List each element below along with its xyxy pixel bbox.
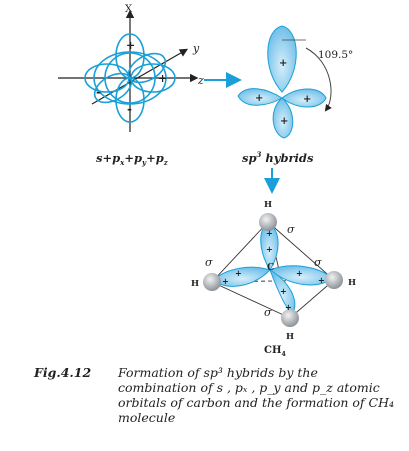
plus-sign-right-1: + bbox=[296, 268, 303, 278]
hydrogen-label-bottom: H bbox=[286, 332, 294, 342]
sigma-label-left: σ bbox=[205, 256, 213, 269]
caption-text: Formation of sp³ hybrids by the combinat… bbox=[118, 365, 394, 425]
hybrid-lobe-right bbox=[281, 88, 327, 108]
axis-x-label: X bbox=[125, 4, 133, 15]
sign-right: + bbox=[158, 72, 167, 85]
sign-bottom: - bbox=[127, 102, 132, 116]
sp3-hybrids-label: sp3 hybrids bbox=[242, 150, 314, 165]
hybrid-sign-left: + bbox=[255, 93, 263, 104]
atomic-orbitals-group: X y z + - - + s+px+py+pz bbox=[58, 4, 204, 167]
plus-sign-left-1: + bbox=[222, 276, 229, 286]
bond-angle-label: 109.5° bbox=[318, 49, 353, 61]
figure-number: Fig.4.12 bbox=[34, 365, 92, 380]
sigma-label-bottom: σ bbox=[264, 306, 272, 319]
atomic-orbitals-label: s+px+py+pz bbox=[96, 151, 169, 167]
plus-sign-top-2: + bbox=[266, 244, 273, 254]
outer-ring bbox=[93, 51, 167, 105]
hybrid-sign-bottom: + bbox=[280, 116, 288, 127]
plus-sign-right-2: + bbox=[318, 275, 325, 285]
hybrid-lobe-bottom bbox=[272, 97, 294, 139]
carbon-label: C bbox=[267, 263, 274, 273]
plus-sign-top-1: + bbox=[266, 228, 273, 238]
orbital-diagram: X y z + - - + s+px+py+pz 109.5° + + + + … bbox=[58, 4, 356, 358]
hybrid-sign-right: + bbox=[303, 94, 311, 105]
angle-arc bbox=[305, 47, 332, 112]
hydrogen-atom-right bbox=[325, 271, 343, 289]
hydrogen-label-right: H bbox=[348, 278, 356, 288]
y-axis bbox=[91, 48, 189, 105]
hybrid-lobe-left bbox=[237, 88, 283, 106]
hydrogen-atom-bottom bbox=[281, 309, 299, 327]
hybrid-sign-top: + bbox=[279, 58, 287, 69]
plus-sign-bottom-2: + bbox=[285, 302, 292, 312]
hydrogen-label-left: H bbox=[191, 279, 199, 289]
hydrogen-atom-left bbox=[203, 273, 221, 291]
sign-top: + bbox=[126, 39, 135, 52]
methane-formula-label: CH4 bbox=[264, 345, 286, 358]
sigma-label-top: σ bbox=[287, 223, 295, 236]
plus-sign-left-2: + bbox=[235, 268, 242, 278]
hydrogen-atom-top bbox=[259, 213, 277, 231]
sigma-label-right: σ bbox=[314, 256, 322, 269]
sp3-hybrids-group: 109.5° + + + + sp3 hybrids bbox=[237, 25, 353, 165]
methane-molecule-group: H H H H C σ σ σ σ + + + + + + + + CH4 bbox=[191, 200, 356, 358]
hydrogen-label-top: H bbox=[264, 200, 272, 210]
plus-sign-bottom-1: + bbox=[280, 286, 287, 296]
sign-left: - bbox=[96, 85, 101, 99]
py-lobe-back bbox=[127, 52, 167, 84]
axis-z-label: z bbox=[197, 74, 204, 87]
axis-y-label: y bbox=[192, 42, 200, 55]
hybrid-lobe-top bbox=[267, 25, 297, 93]
